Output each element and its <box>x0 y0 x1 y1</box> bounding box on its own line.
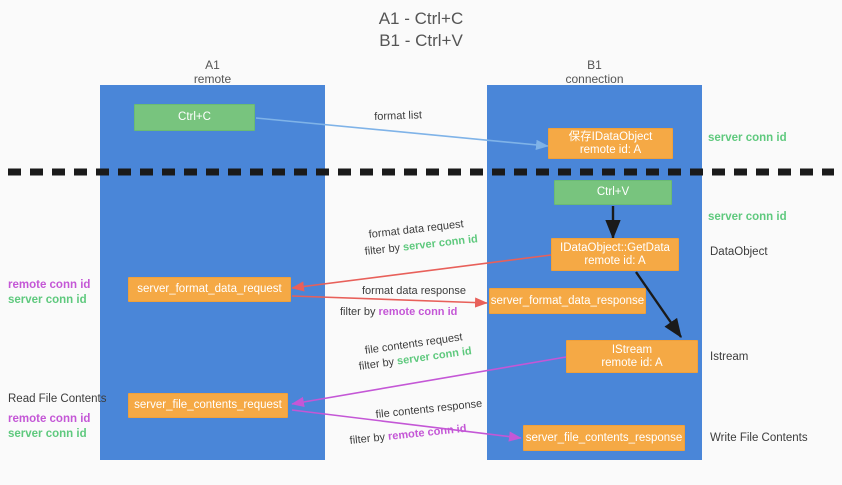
arrow-getdata-istream <box>635 271 682 338</box>
column-a1-sub: remote <box>193 72 232 86</box>
edge-label-format-list: format list <box>374 109 423 123</box>
arrow-file-contents-request <box>291 356 567 408</box>
node-server-file-contents-request-label: server_file_contents_request <box>134 399 282 411</box>
node-getdata-line1: IDataObject::GetData <box>560 241 670 254</box>
node-ctrl-v[interactable]: Ctrl+V <box>554 180 672 205</box>
node-server-file-contents-response-label: server_file_contents_response <box>525 431 683 444</box>
node-ctrl-c[interactable]: Ctrl+C <box>134 104 255 131</box>
title-line-2: B1 - Ctrl+V <box>379 31 463 50</box>
diagram-title: A1 - Ctrl+C B1 - Ctrl+V <box>0 8 842 52</box>
node-ctrl-v-label: Ctrl+V <box>596 186 630 198</box>
arrow-file-contents-response <box>291 409 522 442</box>
node-istream-line1: IStream <box>611 343 653 356</box>
column-header-b1: B1 connection <box>487 58 702 86</box>
arrow-format-data-request <box>291 254 552 292</box>
left-label-group-2: remote conn id server conn id <box>8 412 90 442</box>
node-getdata[interactable]: IDataObject::GetData remote id: A <box>551 238 679 271</box>
left-label-group-1: remote conn id server conn id <box>8 278 90 308</box>
edge-label-format-data-response-filter: filter by remote conn id <box>340 305 457 319</box>
left-label-server-conn-id-1: server conn id <box>8 294 87 306</box>
left-label-remote-conn-id-1: remote conn id <box>8 279 91 291</box>
right-label-server-conn-id-2: server conn id <box>708 211 787 223</box>
node-istream[interactable]: IStream remote id: A <box>566 340 698 373</box>
filter-tag-remote-2: remote conn id <box>378 306 458 318</box>
column-a1-name: A1 <box>205 58 220 72</box>
node-server-file-contents-request[interactable]: server_file_contents_request <box>128 393 288 418</box>
node-idataobject-top[interactable]: 保存IDataObject remote id: A <box>548 128 673 159</box>
node-idataobject-top-line2: remote id: A <box>579 143 642 156</box>
node-ctrl-c-label: Ctrl+C <box>178 111 211 123</box>
edge-label-format-data-response: format data response <box>362 285 466 297</box>
filter-prefix-2: filter by <box>340 306 379 318</box>
node-idataobject-top-line1: 保存IDataObject <box>568 130 653 143</box>
node-server-format-data-request[interactable]: server_format_data_request <box>128 277 291 302</box>
left-label-server-conn-id-2: server conn id <box>8 428 87 440</box>
column-header-a1: A1 remote <box>100 58 325 86</box>
filter-prefix-4: filter by <box>349 430 389 447</box>
column-b1-sub: connection <box>565 72 624 86</box>
node-server-format-data-response[interactable]: server_format_data_response <box>489 288 646 314</box>
left-label-read-file-contents: Read File Contents <box>8 393 107 405</box>
node-istream-line2: remote id: A <box>601 356 663 369</box>
arrow-format-data-response <box>291 295 488 308</box>
left-label-remote-conn-id-2: remote conn id <box>8 413 91 425</box>
node-getdata-line2: remote id: A <box>584 254 646 267</box>
arrow-format-list <box>255 117 549 150</box>
right-label-write-file-contents: Write File Contents <box>710 432 808 444</box>
title-line-1: A1 - Ctrl+C <box>378 9 464 28</box>
node-server-format-data-request-label: server_format_data_request <box>137 283 282 295</box>
right-label-dataobject: DataObject <box>710 246 768 258</box>
node-server-format-data-response-label: server_format_data_response <box>490 294 645 307</box>
node-server-file-contents-response[interactable]: server_file_contents_response <box>523 425 685 451</box>
right-label-server-conn-id-1: server conn id <box>708 132 787 144</box>
right-label-istream: Istream <box>710 351 749 363</box>
column-b1-name: B1 <box>587 58 602 72</box>
